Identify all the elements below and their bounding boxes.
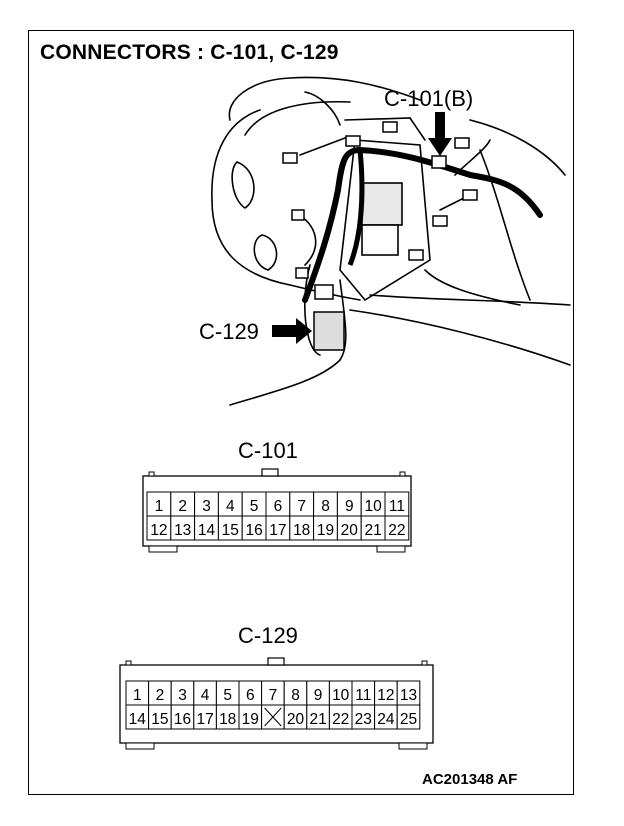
c101-pin-number: 4 xyxy=(226,498,235,515)
c101-pin-number: 2 xyxy=(178,498,187,515)
c129-connector-label: C-129 xyxy=(238,623,298,648)
c129-pin-number: 20 xyxy=(287,711,305,728)
c101-pin-number: 11 xyxy=(389,498,405,515)
c129-callout-label: C-129 xyxy=(199,319,259,344)
c129-pin-number: 23 xyxy=(355,711,372,728)
c101-pin-number: 19 xyxy=(317,522,334,539)
c101-pin-number: 22 xyxy=(388,522,405,539)
c101-pin-number: 14 xyxy=(198,522,216,539)
c101-lock-tab xyxy=(261,468,279,477)
c129-pin-cell xyxy=(396,704,421,730)
c129-corner-mark xyxy=(125,660,132,666)
c101-pin-number: 15 xyxy=(222,522,239,539)
c129-foot xyxy=(398,742,428,750)
c101-connector-label: C-101 xyxy=(238,438,298,463)
c101-pin-number: 12 xyxy=(150,522,167,539)
c129-pin-number: 2 xyxy=(156,687,165,704)
c101-pin-number: 13 xyxy=(174,522,191,539)
c101-foot xyxy=(148,545,178,553)
c129-pin-number: 19 xyxy=(242,711,259,728)
c129-pin-number: 5 xyxy=(223,687,232,704)
c101-pin-number: 9 xyxy=(345,498,354,515)
c129-pin-number: 3 xyxy=(178,687,187,704)
c101-pin-number: 17 xyxy=(269,522,286,539)
reference-code: AC201348 AF xyxy=(422,771,518,788)
c129-pin-number: 17 xyxy=(196,711,213,728)
c129-empty-cavity-mark xyxy=(264,707,282,727)
c101-corner-mark xyxy=(399,471,406,477)
c101-pin-number: 3 xyxy=(202,498,211,515)
c129-pin-number: 25 xyxy=(400,711,417,728)
c101-pin-number: 5 xyxy=(250,498,259,515)
c129-pin-number: 7 xyxy=(269,687,278,704)
c101-callout-label: C-101(B) xyxy=(384,86,474,111)
c129-corner-mark xyxy=(421,660,428,666)
c129-pin-number: 16 xyxy=(174,711,191,728)
c129-pin-number: 4 xyxy=(201,687,210,704)
c129-lock-tab xyxy=(267,657,285,666)
c101-foot xyxy=(376,545,406,553)
diagram-title: CONNECTORS : C-101, C-129 xyxy=(40,41,339,64)
c129-pin-number: 13 xyxy=(400,687,417,704)
c101-pin-number: 18 xyxy=(293,522,310,539)
c129-pin-number: 10 xyxy=(332,687,350,704)
c101-pin-number: 16 xyxy=(245,522,262,539)
c129-foot xyxy=(125,742,155,750)
c129-pin-number: 9 xyxy=(314,687,323,704)
c129-pin-number: 18 xyxy=(219,711,236,728)
c101-pin-number: 21 xyxy=(364,522,381,539)
c129-pin-number: 8 xyxy=(291,687,300,704)
c101-pin-number: 7 xyxy=(297,498,306,515)
c101-pin-cell xyxy=(384,515,410,541)
c129-pin-number: 1 xyxy=(133,687,142,704)
c129-pin-number: 22 xyxy=(332,711,349,728)
diagram-frame xyxy=(28,30,574,795)
c129-pin-number: 6 xyxy=(246,687,255,704)
c129-pin-number: 15 xyxy=(151,711,168,728)
c101-pin-number: 20 xyxy=(341,522,359,539)
c129-pin-number: 14 xyxy=(129,711,147,728)
c101-pin-number: 6 xyxy=(274,498,283,515)
c101-pin-number: 8 xyxy=(321,498,330,515)
c129-pin-number: 11 xyxy=(355,687,371,704)
c101-pin-number: 10 xyxy=(364,498,382,515)
c129-pin-number: 12 xyxy=(377,687,394,704)
c129-pin-number: 21 xyxy=(309,711,326,728)
c101-pin-number: 1 xyxy=(155,498,164,515)
c129-pin-number: 24 xyxy=(377,711,395,728)
c101-corner-mark xyxy=(148,471,155,477)
